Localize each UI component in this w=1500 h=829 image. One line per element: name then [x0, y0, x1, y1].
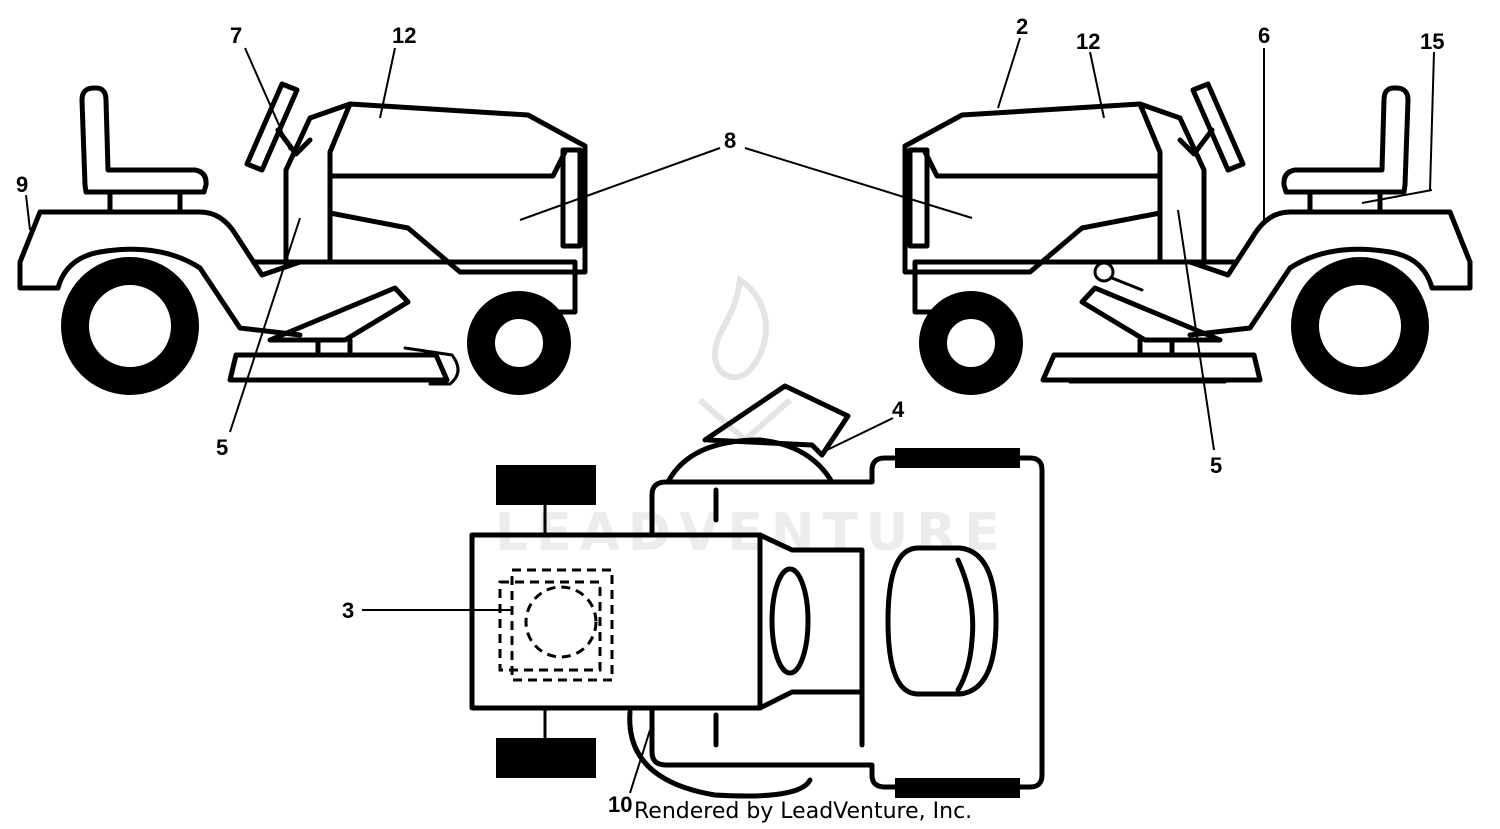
hood-top: [469, 532, 865, 711]
callout-3: 3: [342, 598, 354, 623]
callout-10: 10: [608, 792, 632, 817]
seat-right: [1281, 85, 1411, 195]
mower-deck-left: [227, 352, 450, 383]
callout-6: 6: [1258, 23, 1270, 48]
callout-7: 7: [230, 23, 242, 48]
callout-8: 8: [724, 128, 736, 153]
callout-4: 4: [892, 397, 905, 422]
mower-deck-right: [1040, 352, 1263, 383]
steering-wheel-left: [244, 81, 300, 173]
callout-9: 9: [16, 172, 28, 197]
hood-right: [902, 101, 1143, 275]
rear-fender-right: [1187, 209, 1473, 278]
tractor-top-view: [469, 383, 1045, 799]
callout-labels: 7 12 9 8 5 2 12 6 15 5 4 3 10: [16, 14, 1444, 817]
steering-wheel-right: [1190, 81, 1246, 173]
deck-bottom-arc: [627, 709, 813, 799]
callout-15: 15: [1420, 29, 1444, 54]
decal-3-circle: [524, 585, 598, 659]
lever-knob-right: [1093, 261, 1115, 283]
front-wheel-top-left: [496, 465, 596, 505]
front-wheel-left: [467, 291, 571, 395]
seat-top: [885, 545, 999, 697]
decal-3-outline-front: [510, 568, 614, 682]
dash-right: [1137, 101, 1207, 265]
hood-left: [347, 101, 588, 275]
tractor-left-side-view: [17, 81, 588, 395]
render-credit: Rendered by LeadVenture, Inc.: [634, 799, 972, 824]
grille-right: [907, 147, 930, 249]
callout-12-left: 12: [392, 23, 416, 48]
front-wheel-right: [919, 291, 1023, 395]
front-wheel-top-right: [496, 738, 596, 778]
seat-left: [79, 85, 209, 195]
decal-3-outline-back: [498, 580, 602, 672]
leader-lines: [25, 37, 1435, 794]
footrest-left: [267, 285, 411, 343]
steering-wheel-top: [769, 566, 811, 676]
body-top: [649, 455, 1045, 790]
rear-wheel-left: [61, 257, 199, 395]
rear-wheel-right: [1291, 257, 1429, 395]
discharge-chute: [702, 383, 851, 458]
callout-5-right: 5: [1210, 453, 1222, 478]
footrest-right: [1079, 285, 1223, 343]
deck-top-arc: [665, 437, 835, 485]
dash-left: [283, 101, 353, 265]
callout-5-left: 5: [216, 435, 228, 460]
grille-left: [560, 147, 583, 249]
callout-2: 2: [1016, 14, 1028, 39]
callout-12-right: 12: [1076, 29, 1100, 54]
tractor-right-side-view: [902, 81, 1473, 395]
rear-fender-left: [17, 209, 303, 278]
